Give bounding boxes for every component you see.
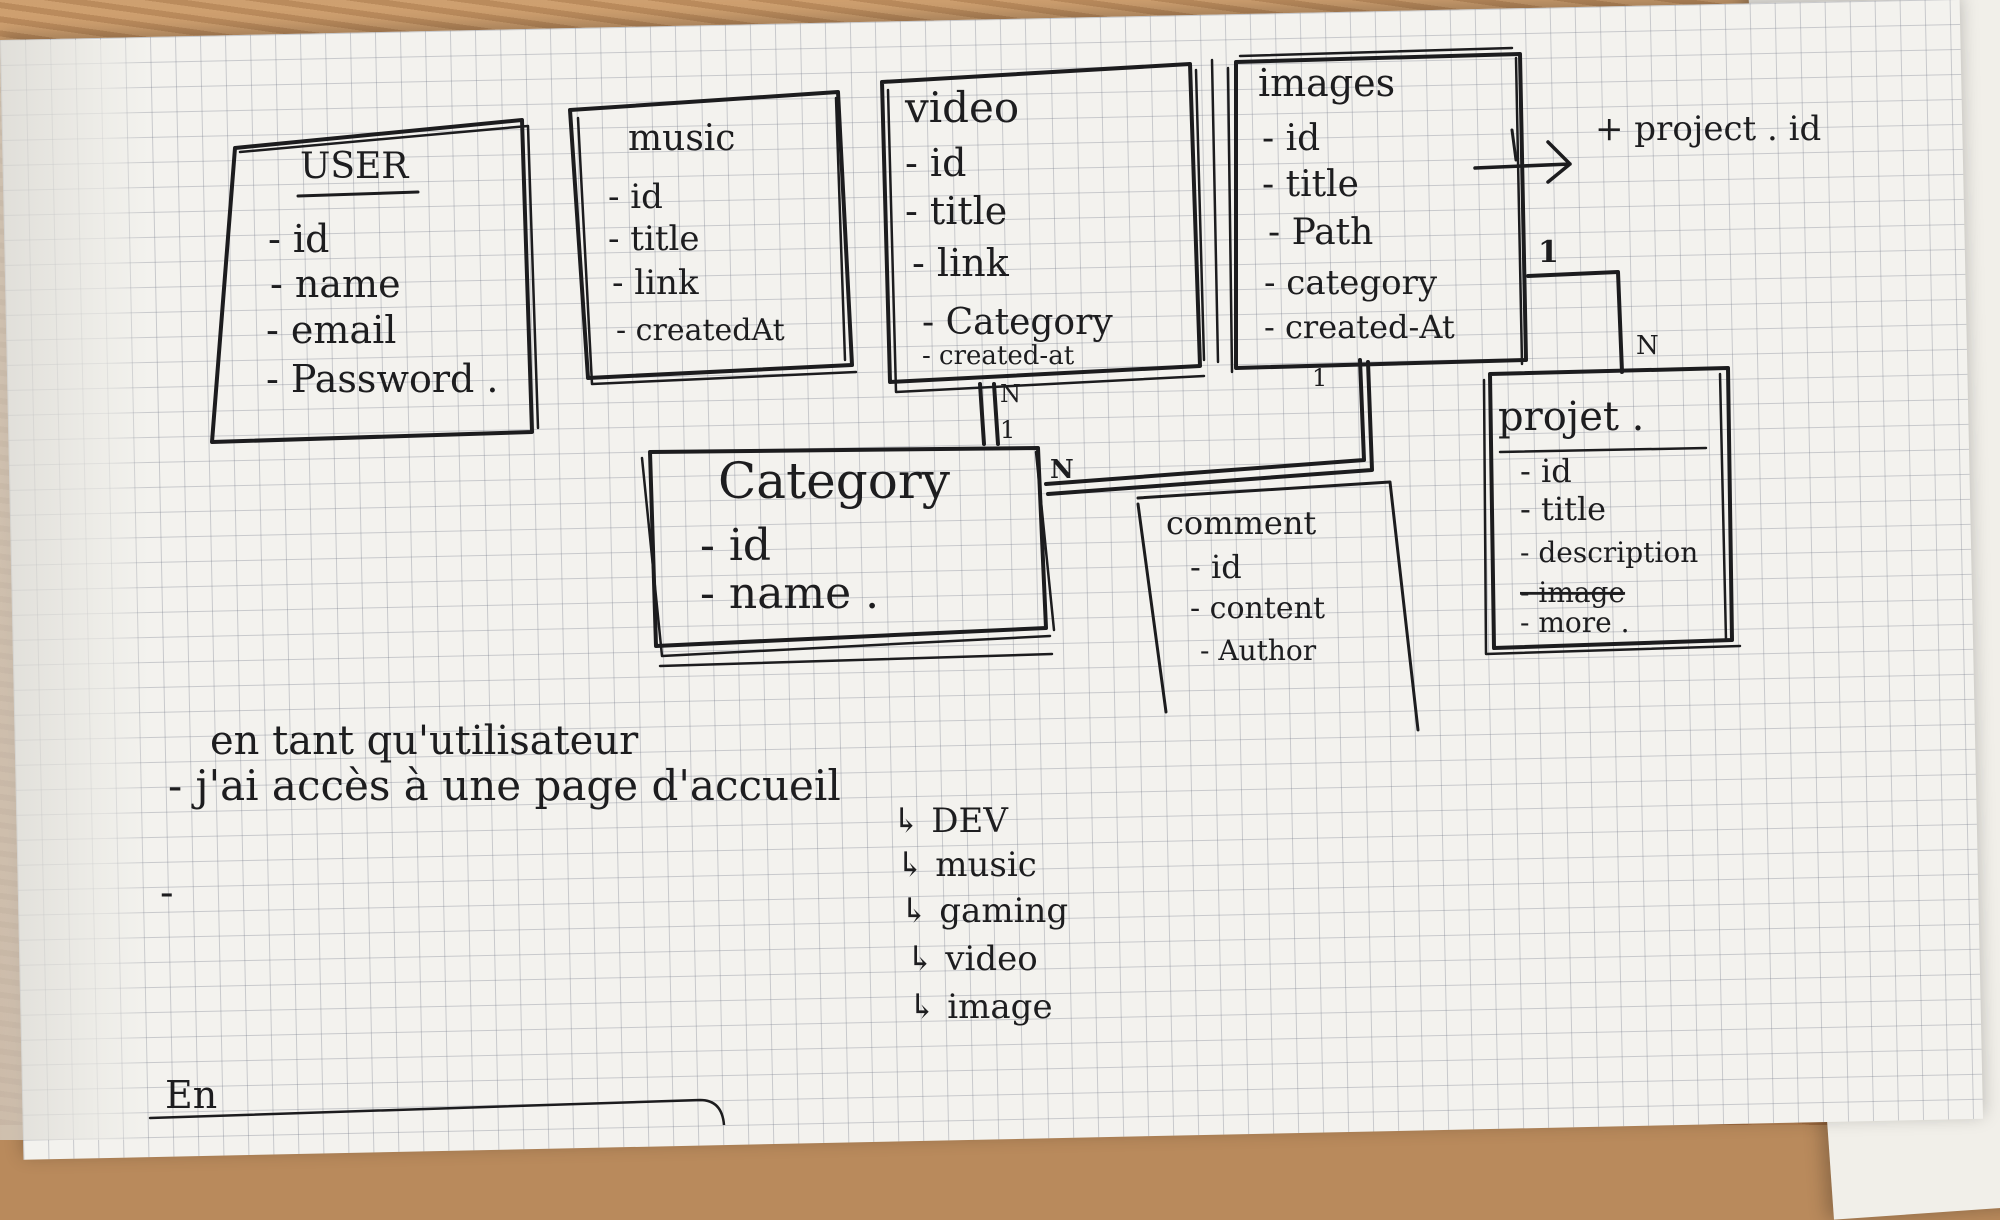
entity-music: music - id - title - link - createdAt: [568, 90, 858, 386]
note-line-2: - j'ai accès à une page d'accueil: [168, 761, 841, 810]
entity-user-field: - Password .: [266, 357, 499, 401]
relation-images-category-many: N: [1050, 455, 1074, 485]
entity-images-field: - id: [1262, 118, 1320, 159]
relation-video-category-one: 1: [1000, 416, 1015, 444]
entity-project-field: - description: [1520, 536, 1698, 569]
project-fk-label: + project . id: [1595, 109, 1821, 149]
note-subitem: ↳ DEV: [892, 801, 1009, 841]
entity-music-field: - title: [608, 219, 700, 259]
entity-project: projet . - id - title - description - im…: [1482, 366, 1742, 656]
relation-video-category-many: N: [1000, 380, 1021, 408]
entity-music-field: - id: [608, 177, 663, 217]
entity-category: Category - id - name .: [640, 446, 1056, 668]
entity-music-title: music: [628, 118, 735, 159]
relation-images-project-one: 1: [1538, 235, 1559, 270]
entity-images-title: images: [1258, 61, 1395, 105]
entity-project-field: - id: [1520, 452, 1572, 490]
project-foreign-key-note: + project . id: [1473, 109, 1821, 184]
note-subitem: ↳ video: [906, 939, 1038, 979]
entity-user-field: - id: [268, 217, 329, 261]
note-subitem: ↳ music: [896, 845, 1037, 885]
user-story-notes: en tant qu'utilisateur - j'ai accès à un…: [148, 718, 1068, 1125]
relation-video-category: N 1: [978, 380, 1021, 446]
note-line-1: en tant qu'utilisateur: [210, 718, 639, 764]
er-diagram-sketch: USER - id - name - email - Password . mu…: [148, 46, 1821, 1125]
entity-video-title: video: [904, 83, 1019, 132]
relation-images-category: 1 N: [1044, 358, 1374, 496]
entity-category-title: Category: [718, 452, 951, 510]
entity-images-field: - title: [1262, 164, 1359, 205]
entity-user-field: - name: [270, 262, 401, 306]
entity-comment-field: - content: [1190, 591, 1325, 626]
entity-images-field: - Path: [1268, 212, 1373, 253]
entity-project-title: projet .: [1498, 394, 1644, 440]
relation-images-category-one: 1: [1312, 364, 1327, 392]
entity-user-field: - email: [266, 308, 396, 352]
relation-images-project: 1 N: [1526, 235, 1659, 374]
entity-comment-title: comment: [1166, 504, 1316, 542]
entity-video-field: - created-at: [922, 341, 1075, 371]
entity-category-field: - name .: [700, 568, 879, 619]
entity-user: USER - id - name - email - Password .: [210, 118, 540, 444]
entity-comment: comment - id - content - Author: [1136, 480, 1420, 732]
note-subitem: ↳ image: [908, 987, 1053, 1027]
entity-images: images - id - title - Path - category - …: [1226, 46, 1528, 374]
relation-images-project-many: N: [1636, 331, 1659, 361]
entity-video-field: - Category: [922, 302, 1113, 343]
entity-user-title: USER: [300, 146, 409, 187]
entity-project-field-struck: - image: [1520, 576, 1625, 609]
note-line-3: -: [160, 870, 174, 916]
entity-video-field: - link: [912, 241, 1010, 285]
entity-music-field: - link: [612, 263, 699, 303]
entity-video-field: - title: [905, 189, 1007, 233]
entity-comment-field: - Author: [1200, 634, 1317, 667]
notebook-left-page-edge: [0, 40, 150, 1140]
entity-comment-field: - id: [1190, 548, 1242, 586]
note-bottom: En: [165, 1073, 217, 1117]
entity-images-field: - category: [1264, 263, 1438, 303]
entity-project-field: - more .: [1520, 606, 1630, 639]
entity-images-field: - created-At: [1264, 308, 1455, 346]
entity-project-field: - title: [1520, 490, 1606, 528]
entity-music-field: - createdAt: [616, 313, 785, 348]
entity-video: video - id - title - link - Category - c…: [880, 58, 1220, 394]
entity-category-field: - id: [700, 520, 771, 571]
note-subitem: ↳ gaming: [900, 891, 1068, 931]
entity-video-field: - id: [905, 141, 966, 185]
